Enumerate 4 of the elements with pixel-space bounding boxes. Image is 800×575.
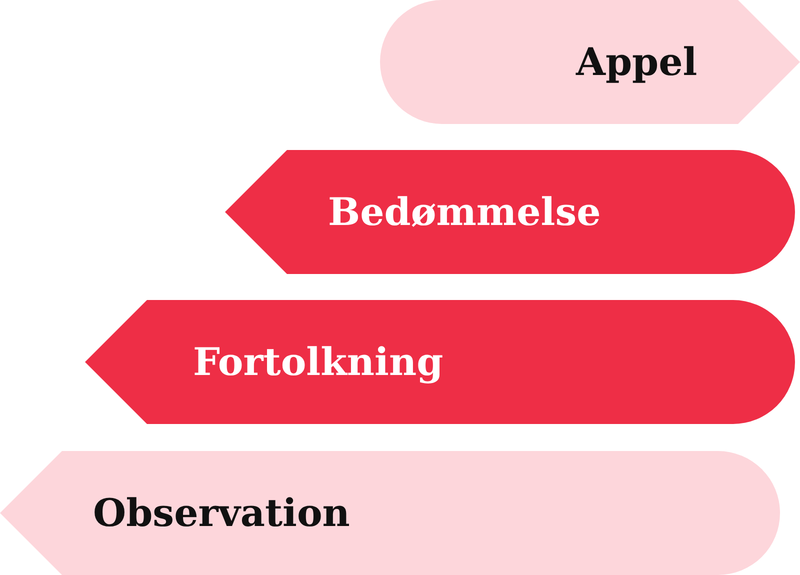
band-label: Observation [93, 492, 350, 534]
band-label: Bedømmelse [328, 191, 601, 233]
band-label: Appel [576, 41, 698, 83]
band-label: Fortolkning [193, 341, 444, 383]
